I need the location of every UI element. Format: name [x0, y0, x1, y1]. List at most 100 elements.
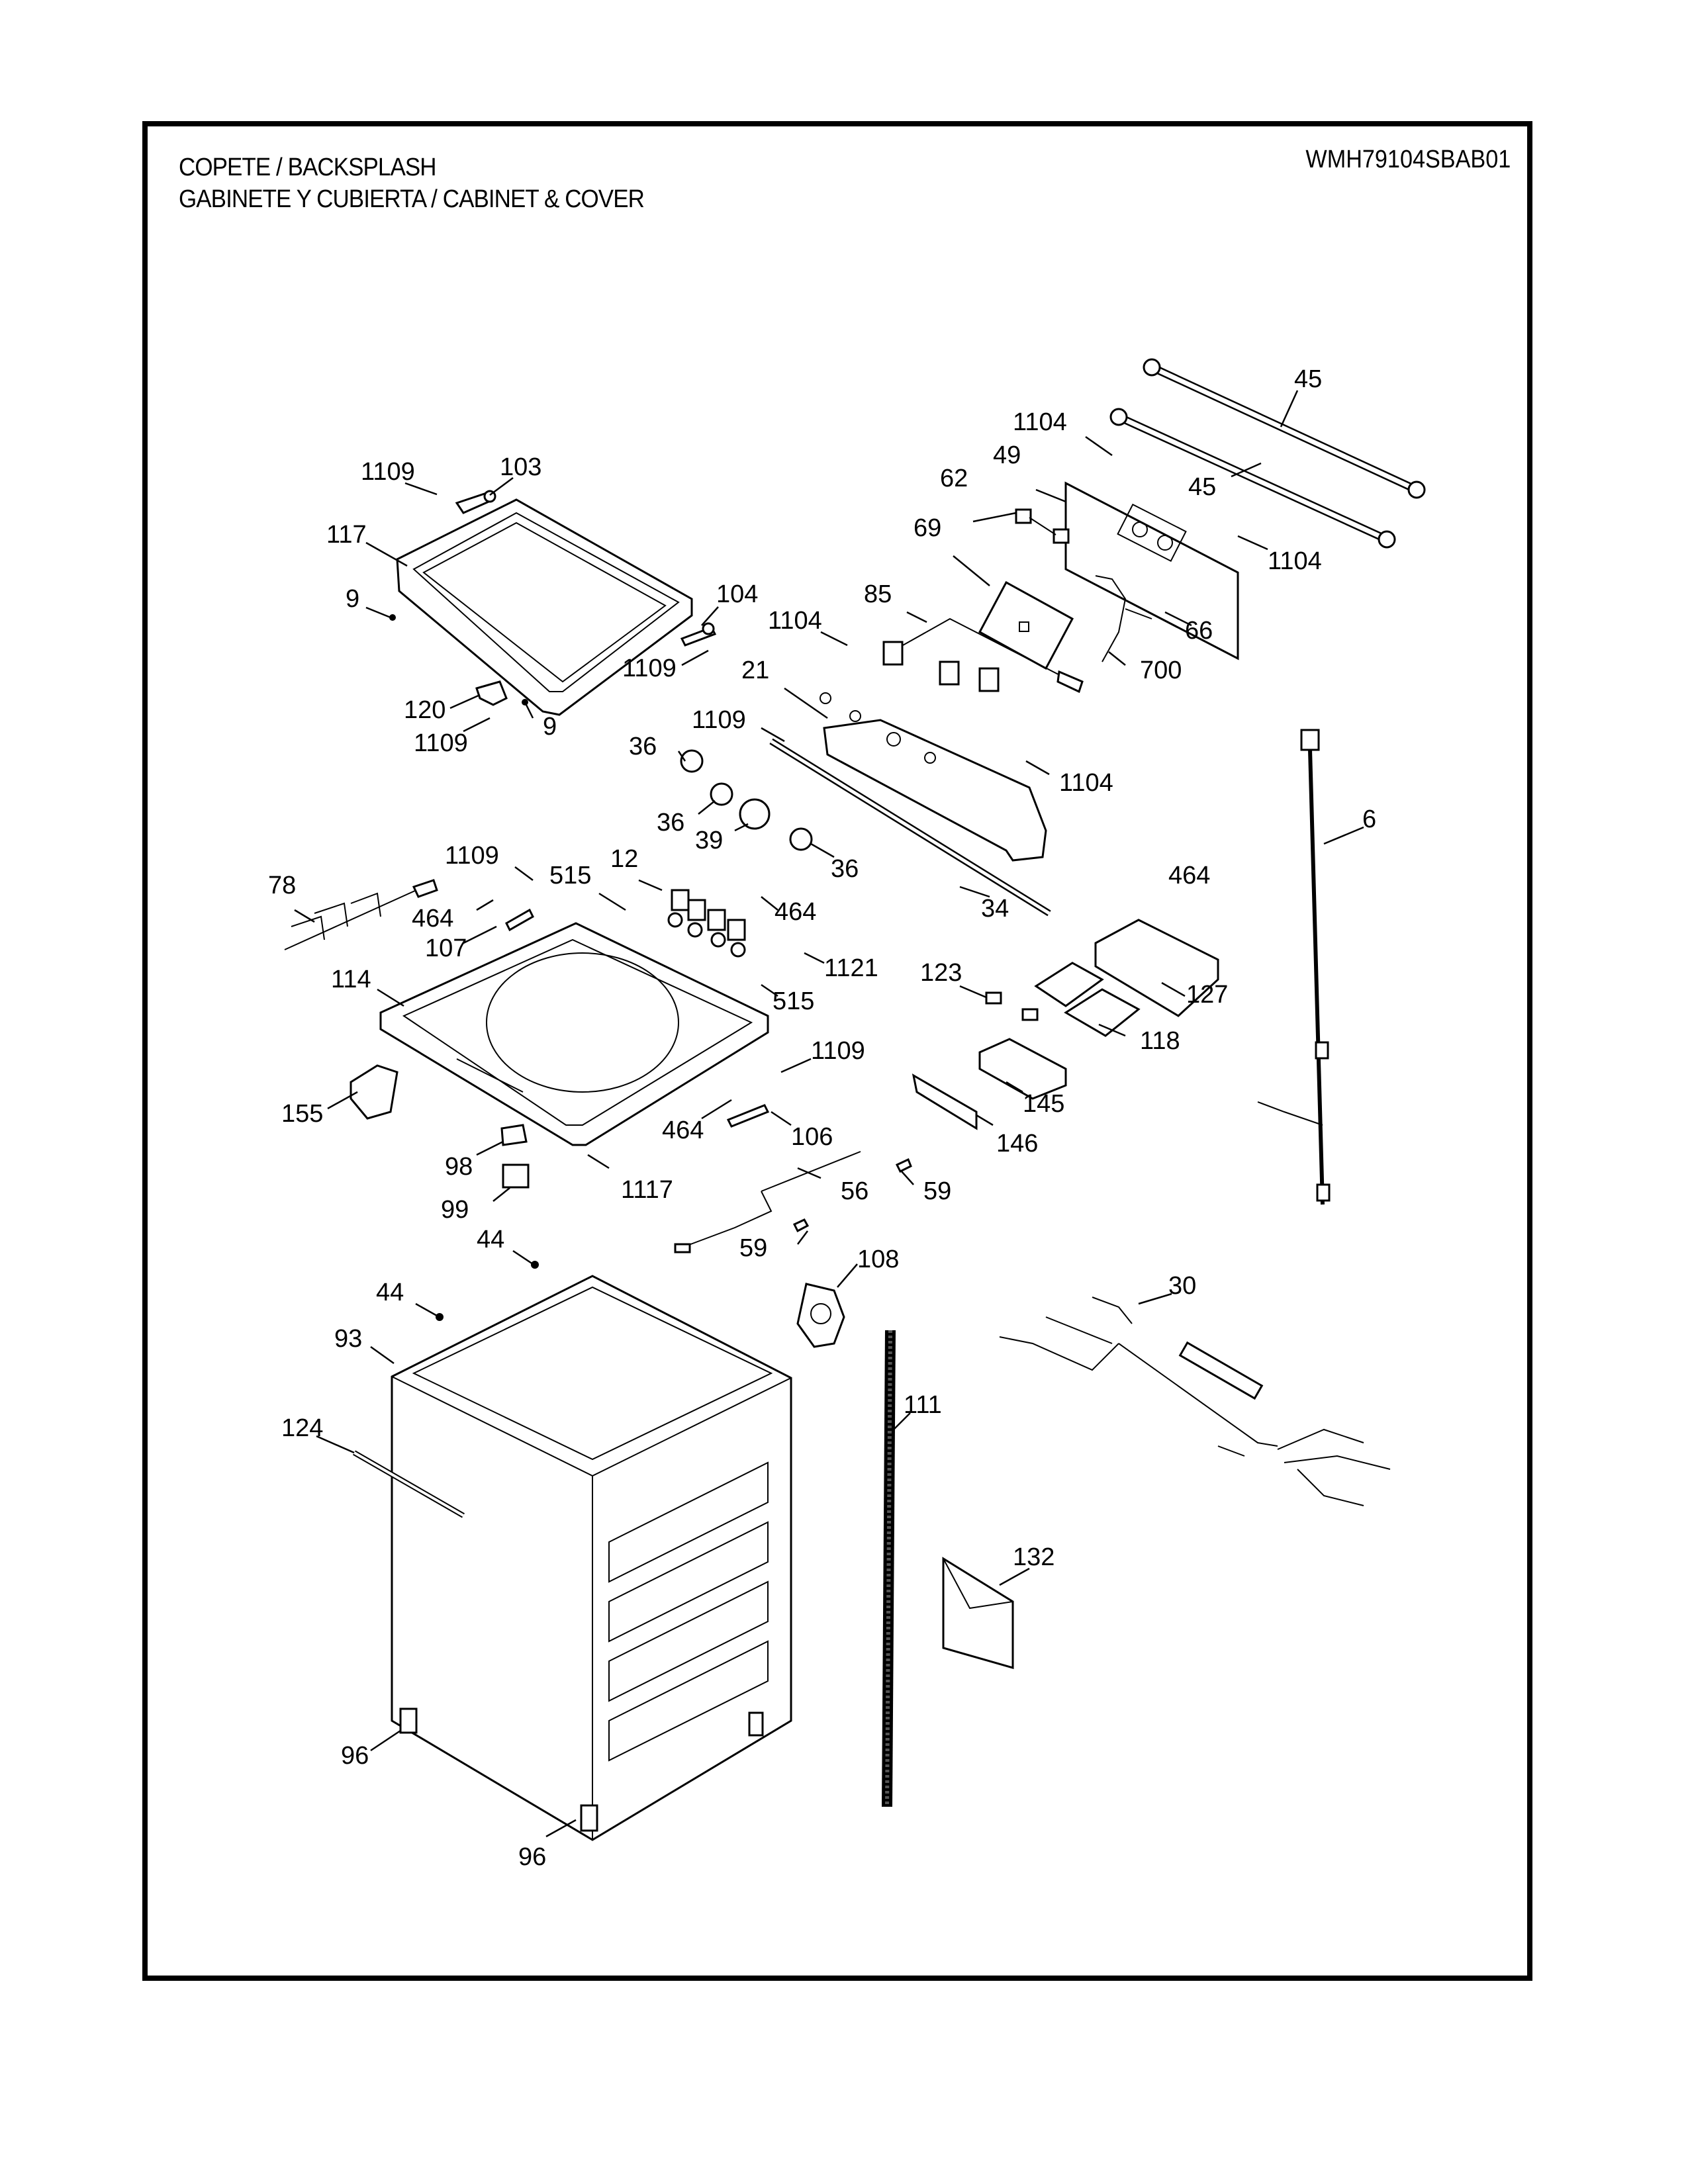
callout-123: 123 [920, 959, 962, 987]
callout-118: 118 [1140, 1027, 1180, 1055]
callout-96: 96 [341, 1742, 369, 1770]
part-harness-78 [284, 879, 438, 950]
callout-69: 69 [914, 514, 941, 542]
callout-66: 66 [1185, 617, 1213, 645]
part-bracket-124 [353, 1450, 465, 1518]
callout-9: 9 [346, 585, 359, 613]
callout-1104: 1104 [1013, 408, 1067, 436]
callout-39: 39 [695, 827, 723, 854]
callout-464: 464 [662, 1116, 704, 1144]
knob-36-b [710, 782, 733, 806]
callout-12: 12 [610, 845, 638, 873]
callout-107: 107 [425, 934, 467, 962]
part-switch-harness-85 [882, 617, 1084, 694]
callout-104: 104 [716, 580, 758, 608]
callout-93: 93 [334, 1325, 362, 1353]
callout-1104: 1104 [768, 607, 822, 635]
part-water-valve-12 [667, 889, 746, 958]
callout-515: 515 [549, 862, 591, 889]
callout-85: 85 [864, 580, 892, 608]
callout-145: 145 [1023, 1090, 1064, 1118]
callout-30: 30 [1168, 1272, 1196, 1300]
callout-464: 464 [774, 898, 816, 926]
section-title-backsplash: COPETE / BACKSPLASH [179, 154, 437, 181]
part-drawer-145 [978, 1038, 1067, 1100]
callout-1109: 1109 [622, 655, 677, 682]
callout-700: 700 [1140, 657, 1182, 684]
callout-9: 9 [543, 713, 557, 741]
callout-36: 36 [831, 855, 859, 883]
callout-127: 127 [1186, 981, 1228, 1009]
callout-103: 103 [500, 453, 541, 481]
callout-1109: 1109 [811, 1037, 865, 1065]
callout-1121: 1121 [824, 954, 878, 982]
part-bleach-cup-155 [350, 1064, 399, 1120]
knob-39 [739, 798, 771, 830]
bumper-9-a [389, 614, 396, 621]
clip-59-a [895, 1158, 912, 1173]
part-dispenser-housing-127 [1094, 919, 1219, 1017]
callout-155: 155 [281, 1100, 323, 1128]
part-drawer-front-146 [912, 1073, 978, 1130]
callout-56: 56 [841, 1177, 868, 1205]
callout-99: 99 [441, 1196, 469, 1224]
part-control-board-69 [978, 580, 1074, 670]
part-literature-132 [942, 1557, 1014, 1669]
callout-1109: 1109 [414, 729, 468, 757]
part-lid-lock-120 [475, 680, 508, 706]
part-lid-switch-107 [505, 908, 534, 932]
callout-78: 78 [268, 872, 296, 899]
part-console-21 [820, 692, 1047, 862]
callout-49: 49 [993, 441, 1021, 469]
part-hinge-104 [680, 622, 717, 647]
knob-36-a [680, 749, 704, 773]
part-knobs [680, 749, 813, 851]
callout-21: 21 [741, 657, 769, 684]
part-power-cord-6 [1257, 729, 1331, 1205]
model-number: WMH79104SBAB01 [1305, 146, 1511, 173]
callout-45: 45 [1188, 473, 1216, 501]
callout-111: 111 [904, 1391, 942, 1419]
part-pressure-hose-66 [1095, 575, 1152, 662]
part-drain-hose-111 [882, 1330, 896, 1807]
callout-120: 120 [404, 696, 445, 724]
part-lid-switch-98 [500, 1124, 528, 1146]
callout-45: 45 [1294, 365, 1322, 393]
callout-62: 62 [940, 465, 968, 492]
callout-114: 114 [331, 966, 371, 993]
part-trim-34 [769, 738, 1051, 917]
clip-59-b [792, 1218, 810, 1233]
callout-1109: 1109 [692, 706, 746, 734]
bumper-9-b [522, 699, 528, 705]
clip-44-b [436, 1313, 444, 1321]
part-top-cover-114 [379, 922, 769, 1146]
leader-lines [294, 390, 1364, 1838]
callout-34: 34 [981, 895, 1009, 923]
part-drawer-118 [1034, 962, 1141, 1037]
callout-146: 146 [996, 1130, 1038, 1158]
callout-1117: 1117 [621, 1176, 673, 1204]
callout-108: 108 [857, 1246, 899, 1273]
callout-36: 36 [629, 733, 657, 760]
callout-1109: 1109 [445, 842, 499, 870]
part-cover-108 [796, 1283, 845, 1348]
part-cap-123 [985, 991, 1039, 1021]
callout-106: 106 [791, 1123, 833, 1151]
callout-1109: 1109 [361, 458, 415, 486]
callout-1104: 1104 [1268, 547, 1322, 575]
callout-1104: 1104 [1059, 769, 1113, 797]
part-hinge-103 [455, 490, 496, 514]
knob-36-c [789, 827, 813, 851]
callout-464: 464 [412, 905, 453, 933]
callout-44: 44 [477, 1226, 504, 1253]
part-leveling-legs-96 [399, 1707, 764, 1832]
callout-98: 98 [445, 1153, 473, 1181]
callout-132: 132 [1013, 1543, 1055, 1571]
callout-36: 36 [657, 809, 684, 837]
callout-515: 515 [773, 987, 814, 1015]
callout-117: 117 [326, 521, 367, 549]
callout-59: 59 [923, 1177, 951, 1205]
callout-59: 59 [739, 1234, 767, 1262]
